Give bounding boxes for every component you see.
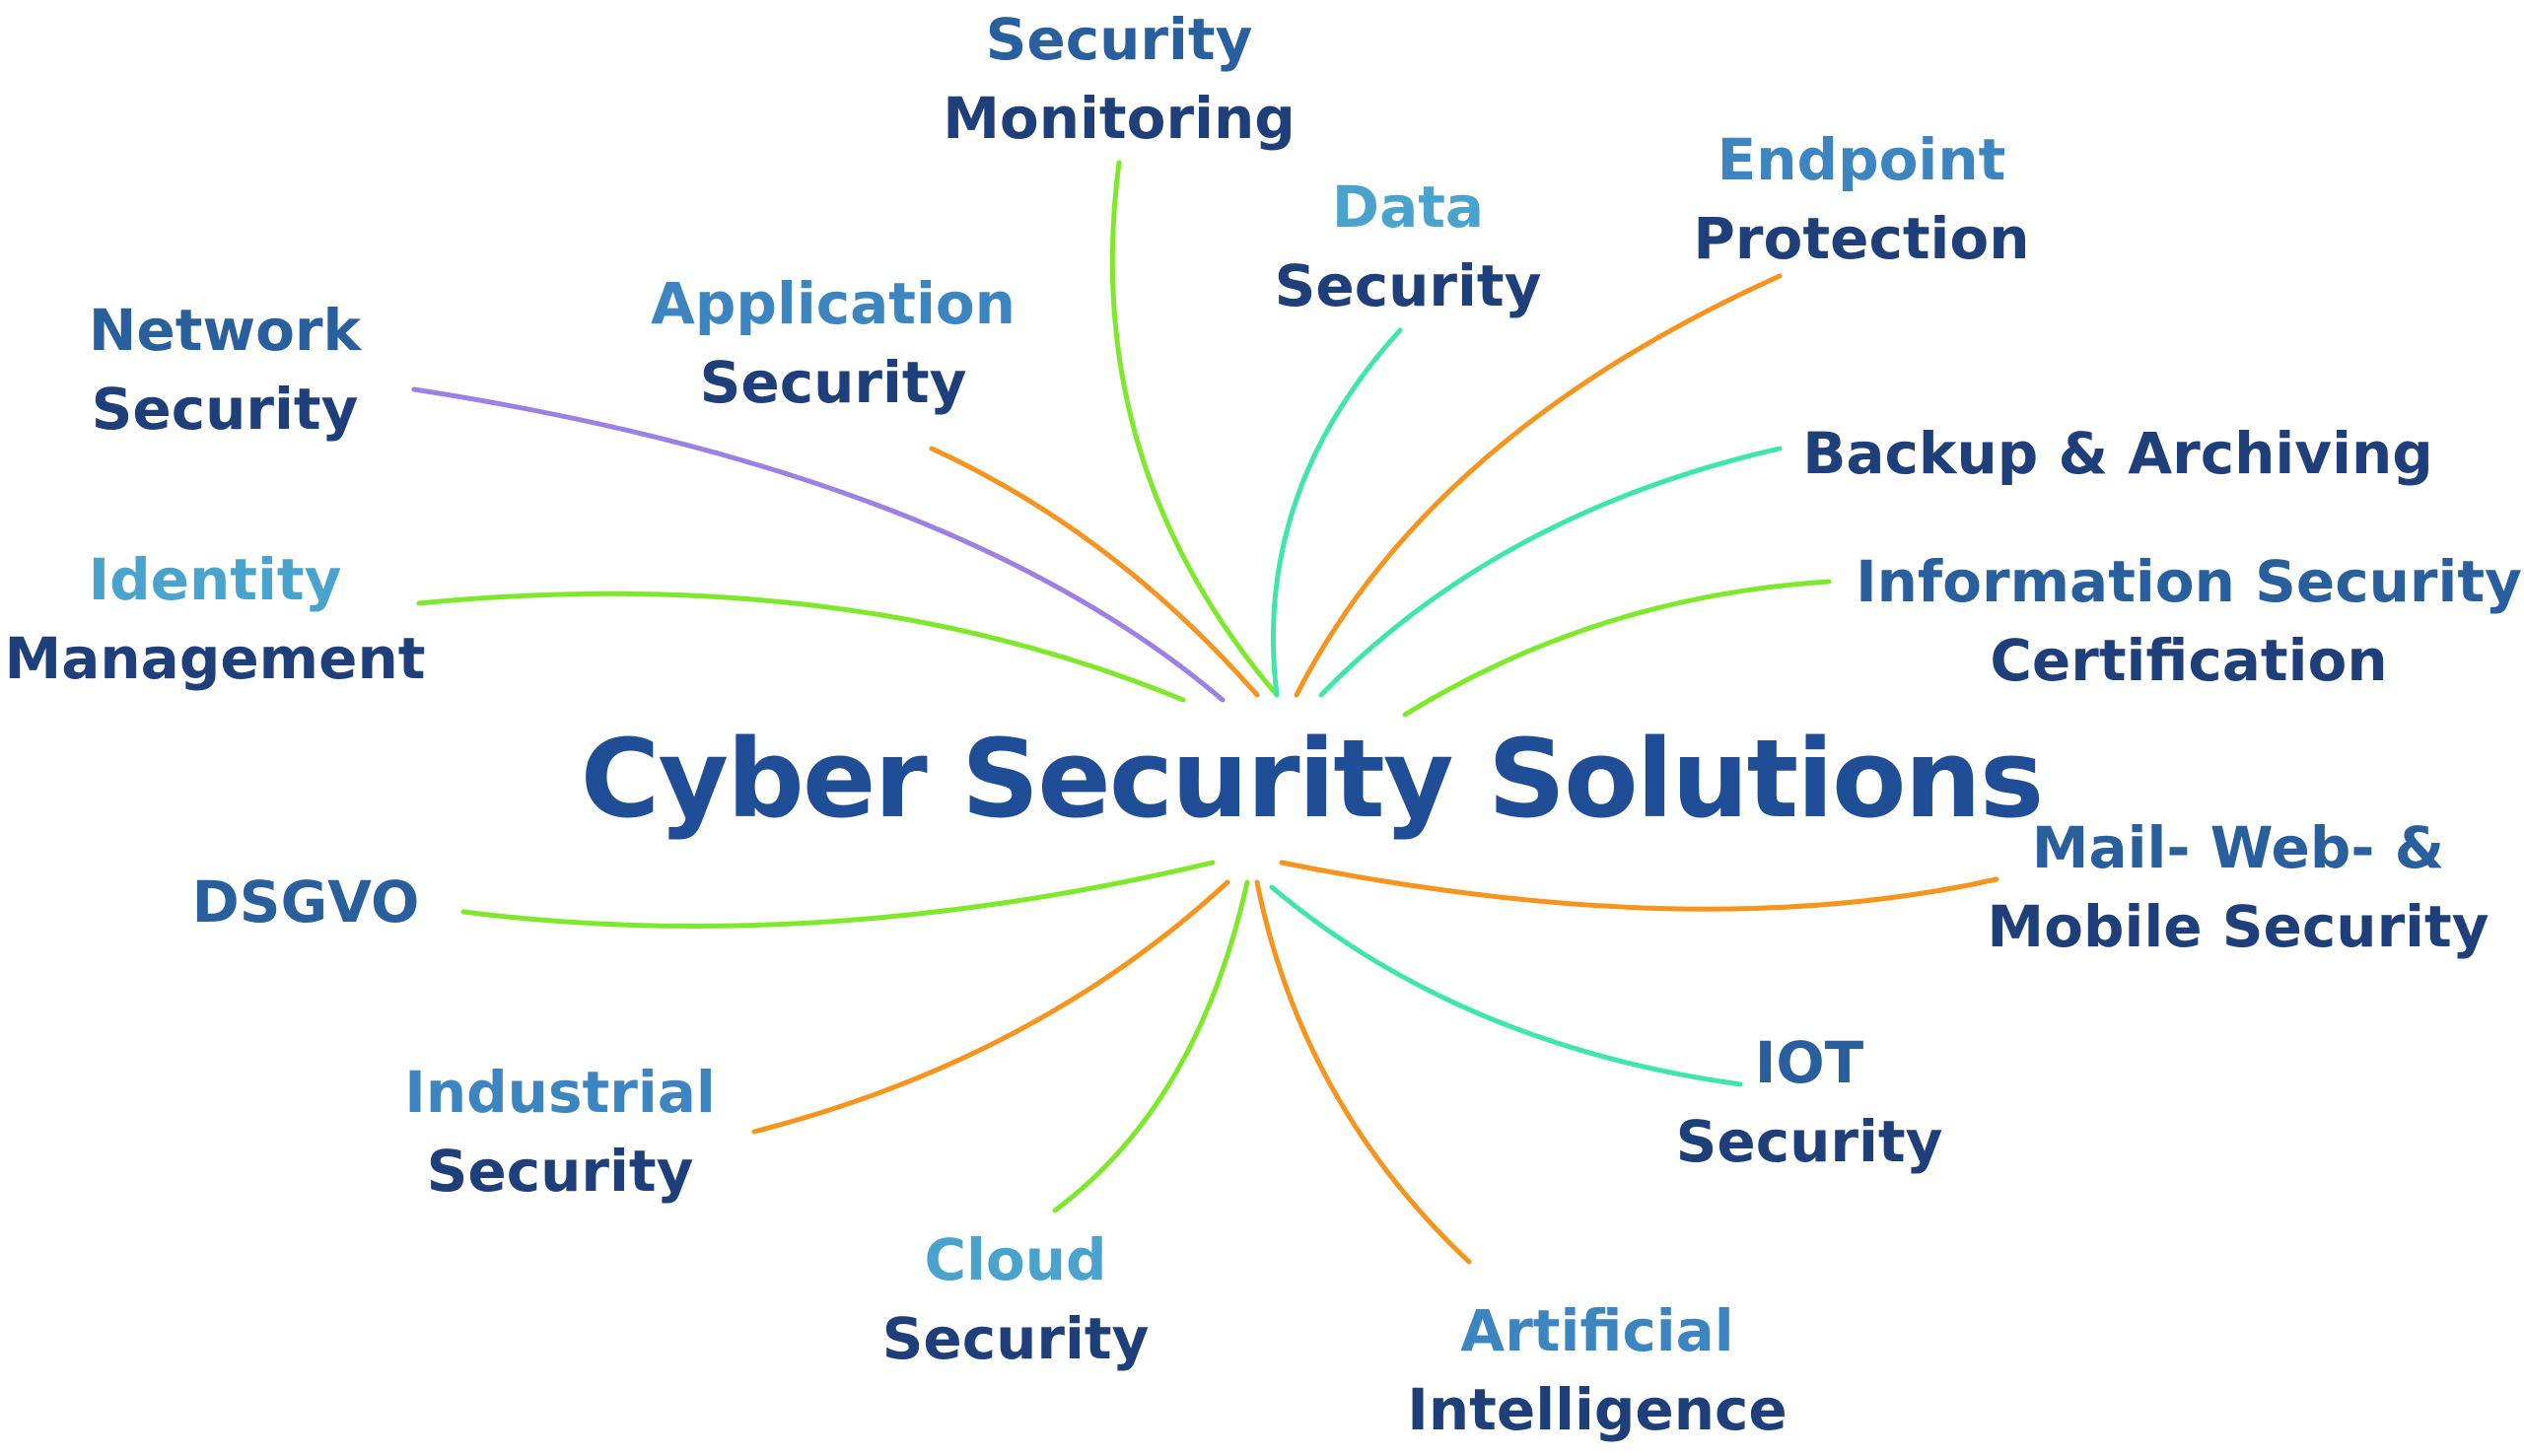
node-label-line2: Security — [881, 1305, 1150, 1372]
node-label-line1: IOT — [1754, 1029, 1864, 1096]
node-label-line2: Security — [1274, 252, 1542, 319]
node-label-line1: Network — [88, 297, 362, 364]
node-data-security: Data Security — [1275, 168, 1542, 325]
node-label-line1: Application — [651, 270, 1016, 337]
connector-dsgvo — [460, 860, 1216, 929]
node-label-line2: Management — [4, 625, 426, 692]
node-label-line2: Monitoring — [943, 85, 1296, 152]
node-security-monitoring: Security Monitoring — [943, 0, 1296, 158]
connector-network-security — [411, 386, 1226, 703]
node-iot-security: IOT Security — [1676, 1023, 1943, 1181]
node-label-line1: Information Security — [1856, 548, 2522, 615]
connector-artificial-intelligence — [1254, 879, 1472, 1265]
connector-backup-archiving — [1318, 446, 1783, 698]
connector-information-security-certification — [1402, 579, 1832, 718]
connector-application-security — [929, 446, 1260, 698]
connector-industrial-security — [751, 879, 1230, 1135]
node-mail-web-mobile-security: Mail- Web- & Mobile Security — [1987, 808, 2489, 966]
node-identity-management: Identity Management — [5, 540, 426, 698]
node-cloud-security: Cloud Security — [882, 1220, 1150, 1378]
node-label-line2: Protection — [1693, 205, 2030, 272]
node-label-line1: Industrial — [404, 1059, 716, 1126]
node-endpoint-protection: Endpoint Protection — [1693, 120, 2029, 278]
node-label-line1: Security — [985, 6, 1253, 73]
node-label-line1: Endpoint — [1717, 126, 2006, 193]
node-label-line2: Security — [91, 376, 359, 443]
node-label-line1: DSGVO — [191, 868, 420, 936]
node-label-line2: Certification — [1990, 627, 2388, 694]
node-label-line2: Security — [699, 349, 967, 416]
connector-endpoint-protection — [1294, 273, 1783, 698]
node-label-line2: Security — [1675, 1108, 1943, 1175]
node-artificial-intelligence: Artificial Intelligence — [1407, 1291, 1787, 1449]
connector-security-monitoring — [1109, 160, 1280, 698]
node-label-line1: Backup & Archiving — [1802, 420, 2433, 487]
node-industrial-security: Industrial Security — [404, 1053, 715, 1211]
connector-data-security — [1270, 327, 1403, 698]
connector-mail-web-mobile — [1279, 860, 1999, 912]
node-application-security: Application Security — [651, 264, 1016, 422]
node-label-line1: Identity — [88, 546, 342, 613]
node-network-security: Network Security — [89, 291, 361, 449]
node-label-line1: Mail- Web- & — [2031, 814, 2445, 881]
connector-cloud-security — [1052, 879, 1250, 1213]
node-label-line2: Mobile Security — [1987, 893, 2489, 960]
connector-identity-management — [416, 590, 1186, 703]
node-label-line2: Intelligence — [1407, 1376, 1788, 1443]
node-dsgvo: DSGVO — [192, 863, 420, 941]
node-information-security-certification: Information Security Certification — [1856, 542, 2522, 700]
diagram-title: Cyber Security Solutions — [580, 716, 2045, 842]
node-label-line1: Artificial — [1460, 1297, 1734, 1364]
node-label-line1: Cloud — [924, 1226, 1107, 1293]
node-label-line1: Data — [1331, 173, 1485, 241]
node-backup-archiving: Backup & Archiving — [1802, 414, 2433, 493]
node-label-line2: Security — [426, 1138, 694, 1205]
connector-iot-security — [1269, 884, 1743, 1087]
